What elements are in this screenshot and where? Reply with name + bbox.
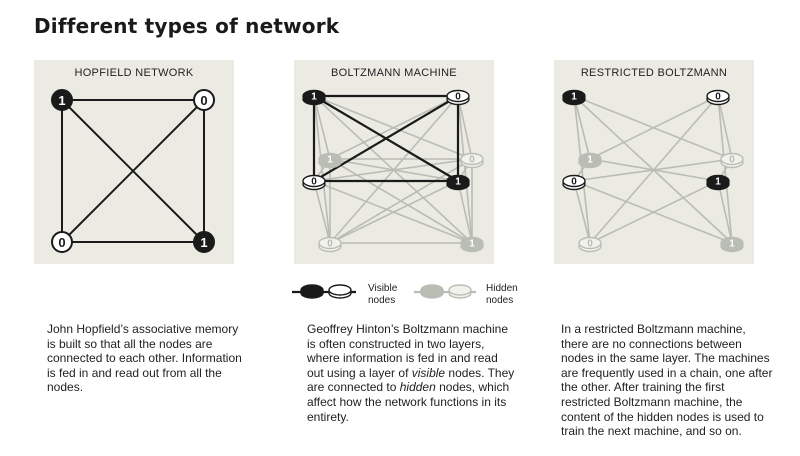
bm-node-h3: 0	[318, 236, 342, 253]
node-b-label: 0	[200, 93, 207, 108]
rbm-node-v4: 1	[706, 174, 730, 191]
legend-hidden-off-node	[448, 284, 472, 299]
node-c: 0	[51, 231, 73, 253]
rbm-node-v2-label: 0	[715, 92, 721, 103]
rbm-node-v3-label: 0	[571, 177, 577, 188]
boltzmann-desc-part1: Geoffrey Hinton’s Boltzmann machine is o…	[307, 322, 508, 380]
edge-b-c	[61, 99, 205, 243]
bm-edge-h2-h3	[329, 158, 473, 244]
bm-node-h3-label: 0	[327, 239, 333, 250]
legend-hidden-on-node	[420, 284, 444, 299]
hopfield-title: HOPFIELD NETWORK	[74, 67, 194, 79]
rbm-node-v4-label: 1	[715, 177, 721, 188]
bm-node-v1-label: 1	[311, 92, 317, 103]
rbm-node-h3: 0	[578, 236, 602, 253]
bm-node-v3: 0	[302, 174, 326, 191]
node-a-label: 1	[58, 93, 65, 108]
rbm-node-v2: 0	[706, 89, 730, 106]
node-b: 0	[193, 89, 215, 111]
hopfield-panel: HOPFIELD NETWORK 1 0 0 1	[34, 60, 234, 264]
rbm-node-v1: 1	[562, 89, 586, 106]
bm-edge-v2-h1	[329, 95, 459, 160]
boltzmann-desc-hidden: hidden	[399, 380, 436, 395]
boltzmann-desc-part2: nodes. They are connected to	[307, 365, 515, 395]
rbm-node-h2-label: 0	[729, 155, 735, 166]
node-d-label: 1	[200, 235, 207, 250]
rbm-node-h1-label: 1	[587, 155, 593, 166]
legend-hidden-line2: nodes	[486, 295, 514, 306]
restricted-description: In a restricted Boltzmann machine, there…	[561, 322, 773, 439]
bm-edge-v4-h1	[329, 158, 459, 182]
bm-node-h4: 1	[460, 236, 484, 253]
bm-edge-v4-h4	[457, 180, 473, 244]
bm-node-h2: 0	[460, 152, 484, 169]
rbm-edge-v3-h3	[573, 180, 591, 244]
bm-edge-v3-h3	[313, 180, 331, 244]
boltzmann-desc-part3: nodes, which affect how the network func…	[307, 380, 510, 424]
rbm-node-h2: 0	[720, 152, 744, 169]
rbm-node-h4: 1	[720, 236, 744, 253]
rbm-edge-v1-h1	[573, 95, 591, 160]
rbm-node-h3-label: 0	[587, 239, 593, 250]
bm-node-h4-label: 1	[469, 239, 475, 250]
page-title: Different types of network	[34, 14, 340, 38]
bm-node-h1: 1	[318, 152, 342, 169]
rbm-node-v3: 0	[562, 174, 586, 191]
rbm-node-v1-label: 1	[571, 92, 577, 103]
rbm-node-h4-label: 1	[729, 239, 735, 250]
bm-node-v3-label: 0	[311, 177, 317, 188]
bm-edge-v2-h2	[457, 95, 473, 160]
rbm-edge-v2-h1	[589, 95, 719, 160]
boltzmann-title: BOLTZMANN MACHINE	[331, 67, 457, 79]
node-d: 1	[193, 231, 215, 253]
rbm-edge-v4-h1	[589, 158, 719, 182]
node-c-label: 0	[58, 235, 65, 250]
hopfield-graph: 1 0 0 1	[51, 89, 215, 253]
bm-edge-v4-h3	[329, 180, 459, 244]
legend-hidden-label: Hidden nodes	[486, 283, 546, 307]
bm-edge-v2-v3	[313, 95, 459, 182]
bm-edge-v1-h1	[313, 95, 331, 160]
rbm-edge-v4-h3	[589, 180, 719, 244]
bm-node-v2: 0	[446, 89, 470, 106]
boltzmann-desc-visible: visible	[411, 365, 446, 380]
bm-node-h1-label: 1	[327, 155, 333, 166]
bm-node-h2-label: 0	[469, 155, 475, 166]
legend-graphic	[292, 284, 476, 299]
bm-node-v4-label: 1	[455, 177, 461, 188]
legend-visible-on-node	[300, 284, 324, 299]
restricted-title: RESTRICTED BOLTZMANN	[580, 67, 728, 79]
bm-node-v2-label: 0	[455, 92, 461, 103]
bm-node-v4: 1	[446, 174, 470, 191]
legend-visible-line1: Visible	[368, 283, 398, 294]
legend: Visible nodes Hidden nodes	[290, 278, 550, 314]
rbm-edge-v4-h4	[717, 180, 733, 244]
legend-visible-label: Visible nodes	[368, 283, 428, 307]
bm-node-v1: 1	[302, 89, 326, 106]
rbm-node-h1: 1	[578, 152, 602, 169]
node-a: 1	[51, 89, 73, 111]
hopfield-description: John Hopfield’s associative memory is bu…	[47, 322, 242, 395]
boltzmann-description: Geoffrey Hinton’s Boltzmann machine is o…	[307, 322, 517, 424]
rbm-edge-v2-h2	[717, 95, 733, 160]
legend-hidden-line1: Hidden	[486, 283, 518, 294]
legend-visible-line2: nodes	[368, 295, 396, 306]
legend-visible-off-node	[328, 284, 352, 299]
